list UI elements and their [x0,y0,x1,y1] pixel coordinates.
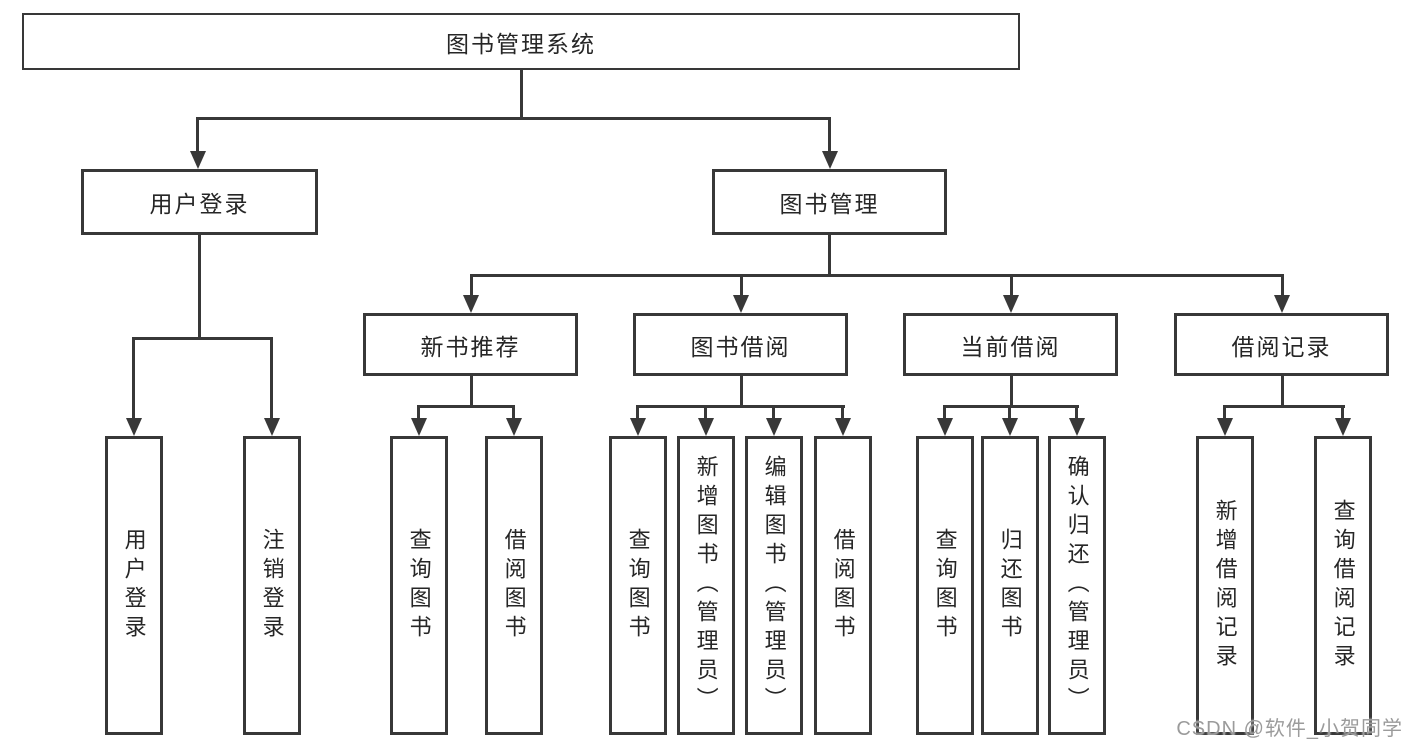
arrow-down-icon [835,418,851,436]
leaf-records-query-record-label: 查询借阅记录 [1330,498,1356,673]
leaf-borrowing-query-book-label: 查询图书 [625,527,651,644]
arrow-down-icon [822,151,838,169]
connector-line [520,70,523,117]
leaf-records-add-record-label: 新增借阅记录 [1212,498,1238,673]
leaf-recommend-borrow-book: 借阅图书 [485,436,543,735]
node-book-borrowing-label: 图书借阅 [690,333,791,360]
leaf-recommend-query-book: 查询图书 [390,436,448,735]
arrow-down-icon [766,418,782,436]
leaf-borrowing-query-book: 查询图书 [609,436,667,735]
connector-line [196,117,199,153]
connector-line [943,405,1079,408]
connector-line [417,405,420,420]
connector-line [943,405,946,420]
node-book-management: 图书管理 [712,169,947,235]
node-user-login: 用户登录 [81,169,318,235]
leaf-current-query-book: 查询图书 [916,436,974,735]
connector-line [1341,405,1344,420]
connector-line [636,405,639,420]
connector-line [470,376,473,407]
arrow-down-icon [1335,418,1351,436]
arrow-down-icon [733,295,749,313]
connector-line [1223,405,1345,408]
node-book-borrowing: 图书借阅 [633,313,848,376]
arrow-down-icon [698,418,714,436]
arrow-down-icon [630,418,646,436]
connector-line [132,337,273,340]
connector-line [636,405,845,408]
node-current-borrowing: 当前借阅 [903,313,1118,376]
connector-line [1010,376,1013,407]
connector-line [704,405,707,420]
connector-line [1010,274,1013,299]
leaf-current-query-book-label: 查询图书 [932,527,958,644]
node-borrowing-records: 借阅记录 [1174,313,1389,376]
connector-line [828,235,831,276]
connector-line [1281,274,1284,299]
connector-line [828,117,831,153]
node-new-book-recommend-label: 新书推荐 [420,333,521,360]
leaf-borrowing-edit-book-admin-label: 编辑图书（管理员） [761,455,787,716]
connector-line [841,405,844,420]
arrow-down-icon [1002,418,1018,436]
leaf-logout: 注销登录 [243,436,301,735]
arrow-down-icon [190,151,206,169]
connector-line [270,337,273,421]
node-root: 图书管理系统 [22,13,1020,70]
leaf-borrowing-borrow-book: 借阅图书 [814,436,872,735]
leaf-borrowing-add-book-admin: 新增图书（管理员） [677,436,735,735]
leaf-current-return-book-label: 归还图书 [997,527,1023,644]
connector-line [740,274,743,299]
node-borrowing-records-label: 借阅记录 [1231,333,1332,360]
leaf-current-confirm-return-admin-label: 确认归还（管理员） [1064,455,1090,716]
node-root-label: 图书管理系统 [446,30,596,57]
arrow-down-icon [1003,295,1019,313]
connector-line [132,337,135,421]
connector-line [740,376,743,407]
connector-line [1223,405,1226,420]
arrow-down-icon [937,418,953,436]
node-current-borrowing-label: 当前借阅 [960,333,1061,360]
csdn-watermark: CSDN @软件_小贺同学 [1176,718,1403,740]
leaf-borrowing-edit-book-admin: 编辑图书（管理员） [745,436,803,735]
connector-line [772,405,775,420]
connector-line [1281,376,1284,407]
leaf-user-login: 用户登录 [105,436,163,735]
arrow-down-icon [1217,418,1233,436]
connector-line [417,405,515,408]
leaf-current-return-book: 归还图书 [981,436,1039,735]
arrow-down-icon [411,418,427,436]
leaf-current-confirm-return-admin: 确认归还（管理员） [1048,436,1106,735]
node-user-login-label: 用户登录 [149,191,250,217]
connector-line [198,235,201,339]
arrow-down-icon [264,418,280,436]
leaf-records-query-record: 查询借阅记录 [1314,436,1372,735]
connector-line [512,405,515,420]
leaf-records-add-record: 新增借阅记录 [1196,436,1254,735]
connector-line [470,274,1283,277]
leaf-user-login-label: 用户登录 [121,527,147,644]
leaf-logout-label: 注销登录 [259,527,285,644]
leaf-recommend-query-book-label: 查询图书 [406,527,432,644]
arrow-down-icon [506,418,522,436]
leaf-recommend-borrow-book-label: 借阅图书 [501,527,527,644]
connector-line [1075,405,1078,420]
leaf-borrowing-borrow-book-label: 借阅图书 [830,527,856,644]
arrow-down-icon [1069,418,1085,436]
connector-line [1008,405,1011,420]
connector-line [197,117,831,120]
node-new-book-recommend: 新书推荐 [363,313,578,376]
arrow-down-icon [126,418,142,436]
leaf-borrowing-add-book-admin-label: 新增图书（管理员） [693,455,719,716]
arrow-down-icon [463,295,479,313]
arrow-down-icon [1274,295,1290,313]
connector-line [470,274,473,299]
node-book-management-label: 图书管理 [779,191,880,217]
